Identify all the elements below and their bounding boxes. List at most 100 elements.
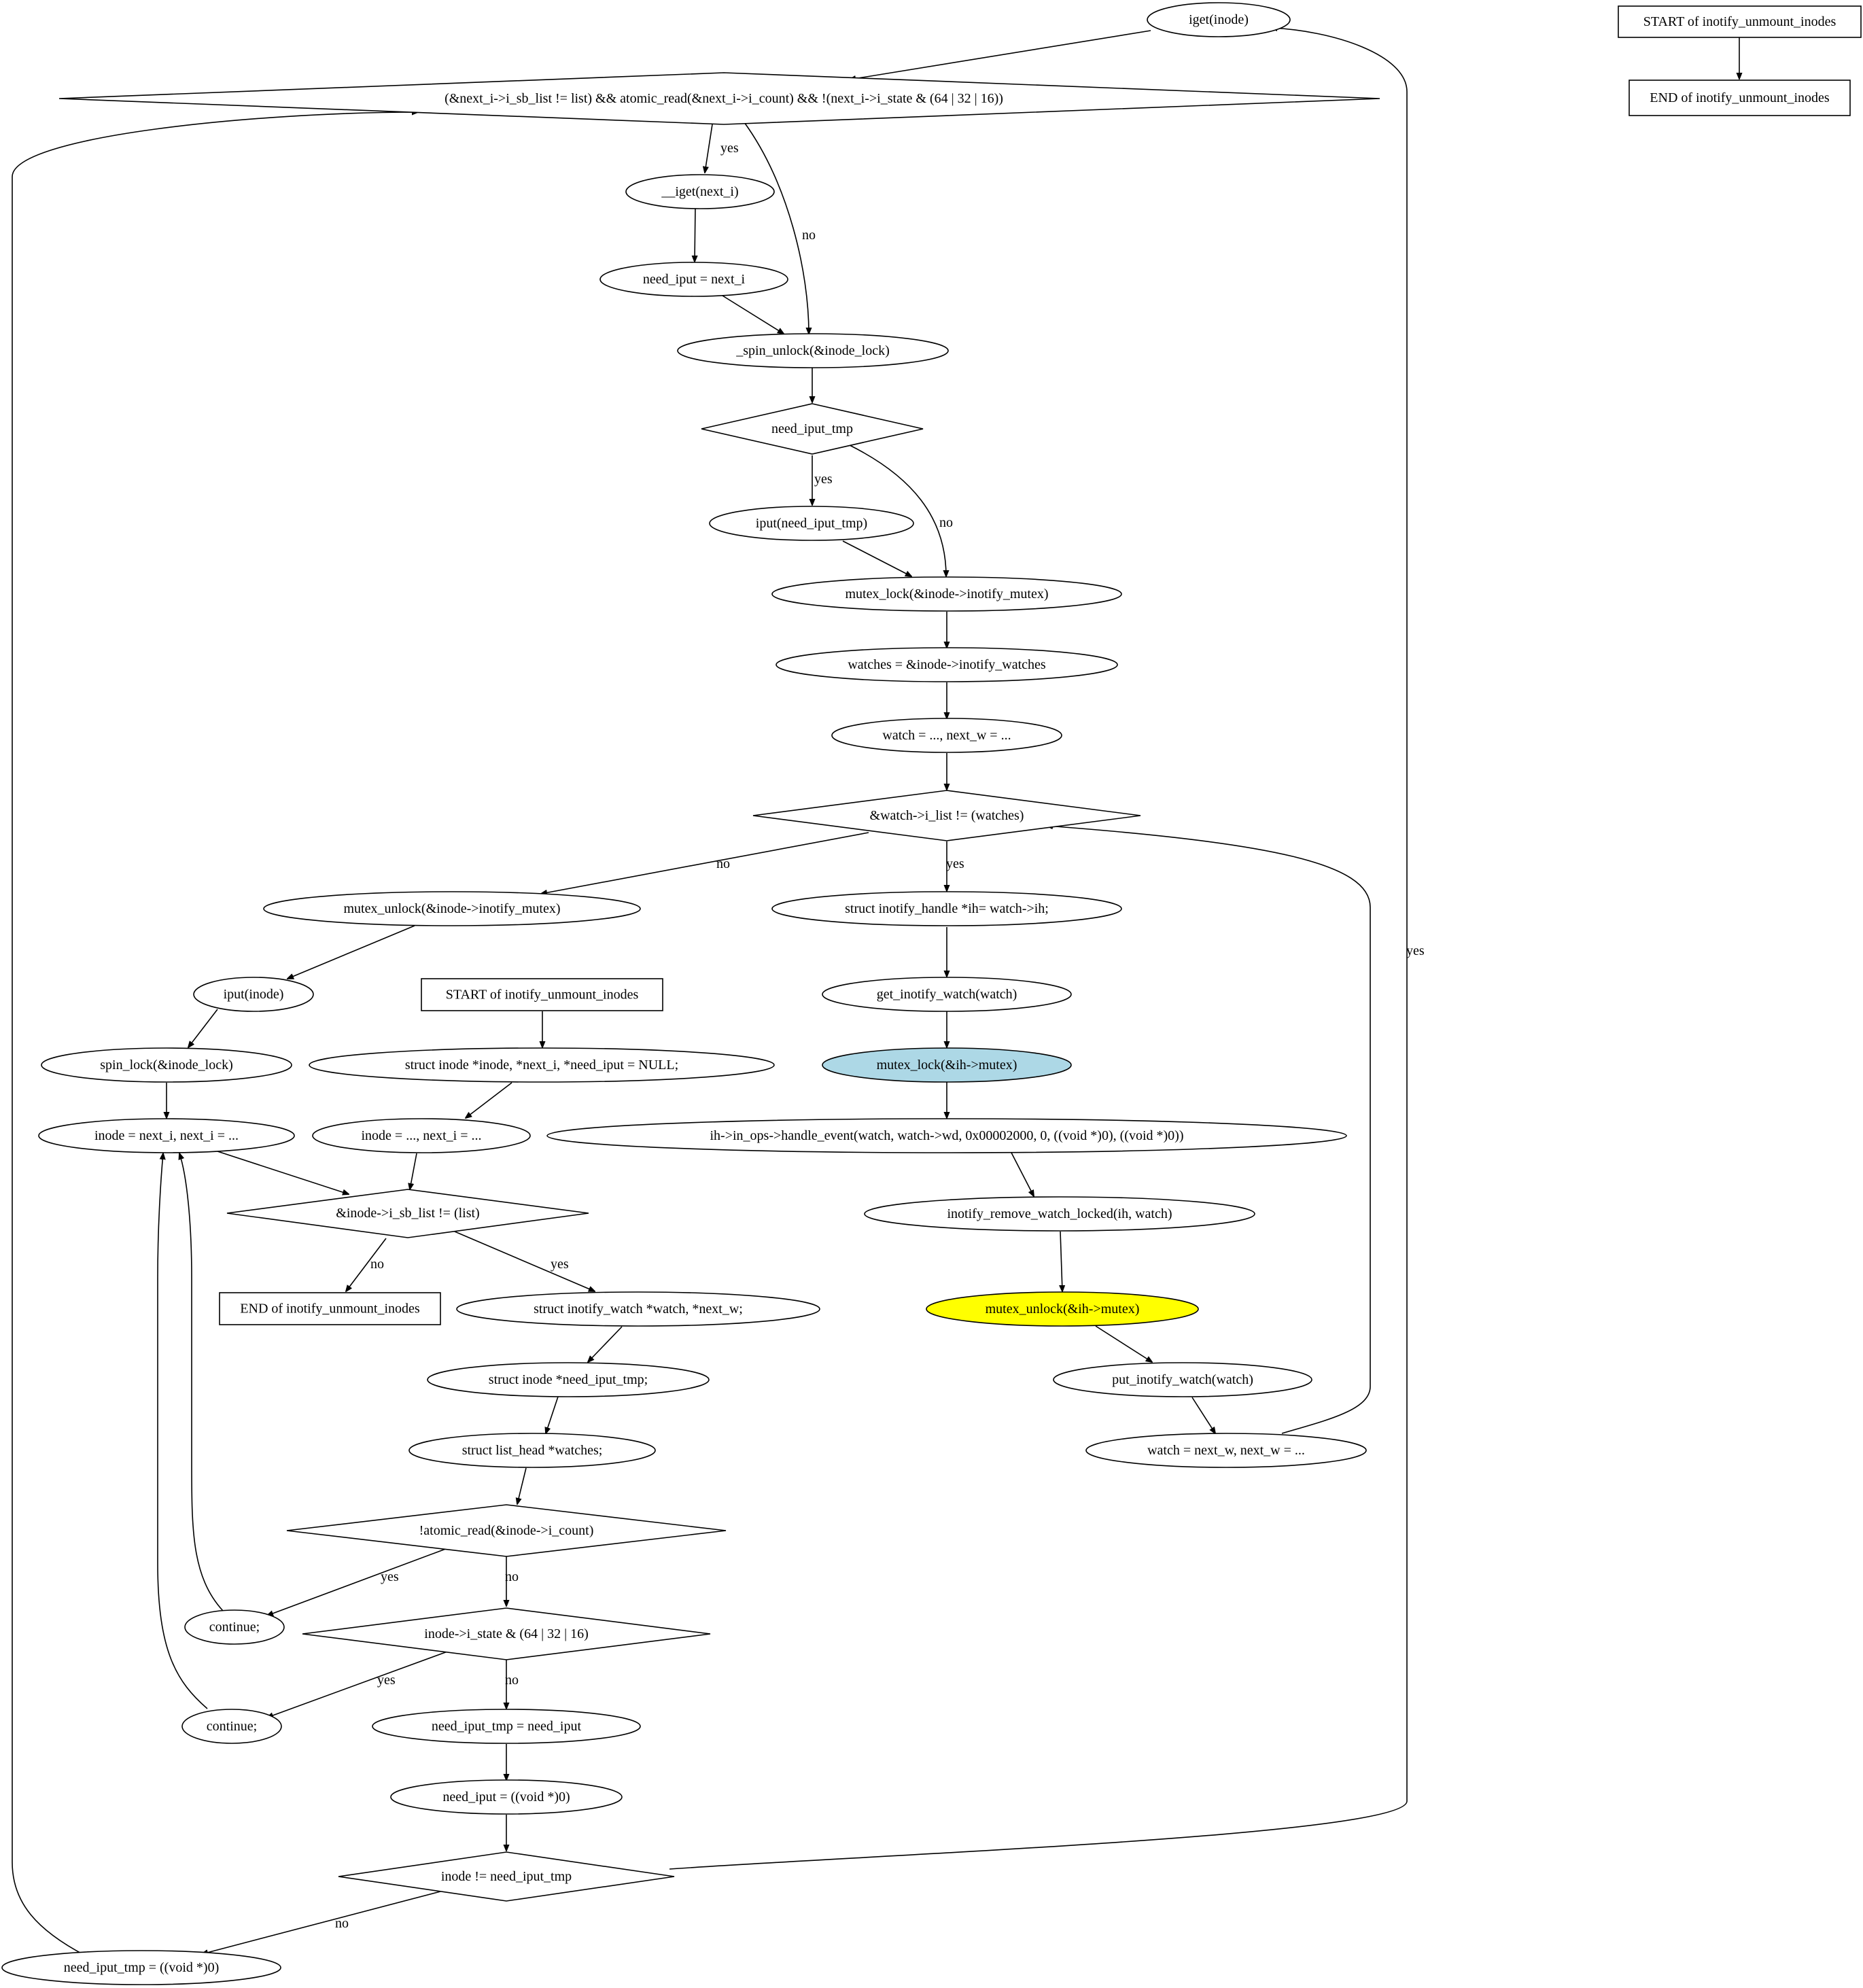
iput-inode-label: iput(inode) xyxy=(224,987,284,1002)
cond-list-diamond xyxy=(226,1189,589,1238)
decl-inode-node xyxy=(309,1047,775,1083)
edge-iput-to-spin-lock xyxy=(188,1009,218,1047)
edge-cond-next-no xyxy=(744,122,809,334)
continue-label-2: continue; xyxy=(207,1719,257,1734)
cond-need-tmp-diamond xyxy=(701,403,924,455)
iget-next-label: __iget(next_i) xyxy=(661,184,738,199)
edge-cond-watch-no xyxy=(541,832,869,894)
edge-continue2-back xyxy=(157,1153,208,1709)
edge-cond-ne-no xyxy=(202,1891,441,1954)
edge-cond-list-yes xyxy=(454,1231,595,1291)
spin-unlock-node xyxy=(677,333,949,368)
ih-decl-label: struct inotify_handle *ih= watch->ih; xyxy=(845,901,1049,916)
mutex-lock-ih-node xyxy=(822,1047,1072,1083)
edge-cond-count-yes xyxy=(267,1547,450,1616)
need-null-node xyxy=(390,1779,623,1815)
mutex-unlock-inode-node xyxy=(263,891,641,926)
inode-init-label: inode = ..., next_i = ... xyxy=(362,1128,482,1143)
edge-label-cond-tmp-yes: yes xyxy=(814,472,833,487)
edge-watch-next-back-loop xyxy=(1047,826,1371,1434)
edge-label-cond-watch-no: no xyxy=(716,856,730,871)
get-watch-label: get_inotify_watch(watch) xyxy=(877,987,1017,1002)
tmp-assign-node xyxy=(372,1709,641,1744)
watch-assign-label: watch = ..., next_w = ... xyxy=(882,728,1011,743)
cond-next-i-diamond xyxy=(58,72,1380,125)
cond-ne-diamond xyxy=(338,1851,675,1902)
edge-label-cond-list-no: no xyxy=(370,1257,384,1272)
edge-label-cond-next-no: no xyxy=(802,228,816,243)
mutex-lock-inode-label: mutex_lock(&inode->inotify_mutex) xyxy=(846,587,1049,601)
cond-count-label: !atomic_read(&inode->i_count) xyxy=(419,1523,594,1538)
edge-mutex-unlock-to-iput xyxy=(288,925,415,979)
edge-cond-ne-yes xyxy=(669,28,1408,1870)
edge-label-cond-ne-no: no xyxy=(335,1916,349,1931)
iget-inode-label: iget(inode) xyxy=(1189,12,1249,27)
cond-ne-label: inode != need_iput_tmp xyxy=(441,1869,572,1884)
edge-label-cond-state-no: no xyxy=(505,1673,519,1688)
edge-need-to-spin-unlock xyxy=(722,295,784,334)
edge-put-to-next xyxy=(1191,1397,1215,1433)
decl-inode-label: struct inode *inode, *next_i, *need_iput… xyxy=(405,1058,678,1073)
edge-decl-to-init xyxy=(466,1082,512,1118)
watches-assign-node xyxy=(776,647,1118,682)
start-node-main-label: START of inotify_unmount_inodes xyxy=(446,988,639,1002)
iget-next-node xyxy=(625,174,775,209)
edge-event-to-remove xyxy=(1011,1152,1034,1196)
watch-next-node xyxy=(1085,1433,1367,1468)
tmp-null-node xyxy=(1,1950,281,1985)
edge-label-cond-watch-yes: yes xyxy=(946,856,964,871)
get-watch-node xyxy=(822,977,1072,1012)
edge-iput-tmp-to-mutex xyxy=(842,540,911,576)
cond-watch-label: &watch->i_list != (watches) xyxy=(870,808,1024,823)
need-iput-next-label: need_iput = next_i xyxy=(643,272,746,287)
start-node-top xyxy=(1618,5,1862,38)
tmp-assign-label: need_iput_tmp = need_iput xyxy=(432,1719,582,1734)
remove-watch-label: inotify_remove_watch_locked(ih, watch) xyxy=(947,1206,1172,1221)
edge-decl-watch-to-tmp xyxy=(588,1326,623,1362)
decl-watch-node xyxy=(456,1291,820,1327)
end-node-top-label: END of inotify_unmount_inodes xyxy=(1650,90,1830,105)
watches-assign-label: watches = &inode->inotify_watches xyxy=(848,657,1046,672)
put-watch-label: put_inotify_watch(watch) xyxy=(1112,1372,1253,1387)
continue-node-1 xyxy=(184,1609,285,1645)
decl-watch-label: struct inotify_watch *watch, *next_w; xyxy=(534,1302,743,1316)
continue-node-2 xyxy=(181,1709,282,1744)
edge-iget-to-cond-next xyxy=(850,30,1151,80)
cond-list-label: &inode->i_sb_list != (list) xyxy=(336,1206,479,1221)
cond-watch-diamond xyxy=(752,790,1141,841)
spin-lock-label: spin_lock(&inode_lock) xyxy=(100,1058,233,1073)
continue-label-1: continue; xyxy=(209,1620,260,1635)
cond-need-tmp-label: need_iput_tmp xyxy=(771,421,853,436)
edge-next-to-cond-list xyxy=(217,1151,349,1194)
edge-label-cond-next-yes: yes xyxy=(720,141,739,156)
mutex-unlock-ih-label: mutex_unlock(&ih->mutex) xyxy=(986,1302,1140,1316)
mutex-lock-inode-node xyxy=(771,576,1122,612)
end-node-top xyxy=(1629,80,1851,116)
edge-cond-tmp-no xyxy=(849,444,946,576)
cond-count-diamond xyxy=(286,1504,727,1557)
edge-tmp-to-watches xyxy=(546,1396,559,1433)
mutex-unlock-ih-node xyxy=(926,1291,1199,1327)
end-node-main-label: END of inotify_unmount_inodes xyxy=(240,1302,420,1316)
edge-cond-state-yes xyxy=(267,1650,450,1717)
edge-cond-next-yes xyxy=(705,124,713,173)
edge-labels: yes no yes no no yes no yes yes no yes n… xyxy=(335,141,1425,1931)
decl-watches-node xyxy=(408,1433,656,1468)
edge-watches-to-cond-count xyxy=(517,1467,527,1504)
start-node-main xyxy=(421,978,663,1011)
iget-inode-node xyxy=(1147,2,1291,37)
edge-continue1-back xyxy=(179,1153,224,1611)
watch-assign-node xyxy=(831,718,1062,753)
ih-decl-node xyxy=(771,891,1122,926)
inode-next-label: inode = next_i, next_i = ... xyxy=(94,1128,239,1143)
end-node-main xyxy=(219,1292,441,1325)
decl-watches-label: struct list_head *watches; xyxy=(462,1443,603,1458)
iput-tmp-node xyxy=(709,506,914,541)
edge-cond-list-no xyxy=(346,1238,387,1291)
mutex-lock-ih-label: mutex_lock(&ih->mutex) xyxy=(877,1058,1017,1073)
edge-init-to-cond-list xyxy=(410,1153,417,1189)
edge-label-cond-tmp-no: no xyxy=(939,515,953,530)
need-iput-next-node xyxy=(599,262,788,297)
